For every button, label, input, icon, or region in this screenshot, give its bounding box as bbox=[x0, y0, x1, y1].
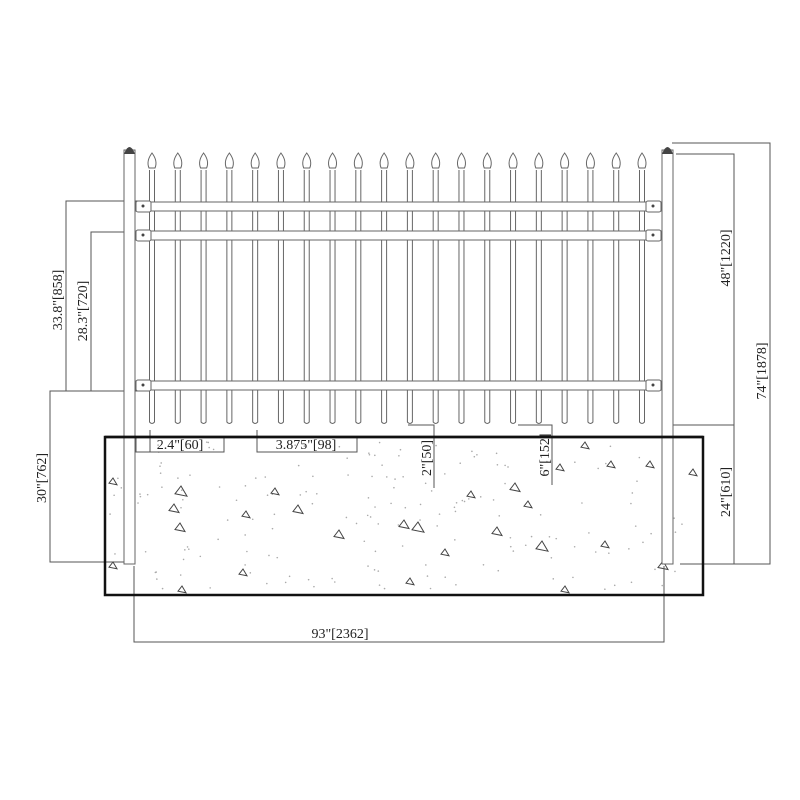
spear-tip bbox=[637, 152, 647, 169]
spear-tip bbox=[250, 152, 260, 169]
dim-ground-clearance: 2"[50] bbox=[420, 440, 435, 476]
spear-tip bbox=[199, 152, 209, 169]
dim-rail-span-lower: 28.3"[720] bbox=[76, 281, 91, 342]
dim-footing-depth: 30"[762] bbox=[35, 453, 50, 503]
dim-picket-height: 48"[1220] bbox=[719, 229, 734, 286]
spear-tip bbox=[276, 152, 286, 169]
top-rail bbox=[133, 201, 663, 212]
spear-tip bbox=[405, 152, 415, 169]
dim-overall-height: 74"[1878] bbox=[755, 342, 770, 399]
dimension-labels: 33.8"[858] 28.3"[720] 30"[762] 48"[1220]… bbox=[35, 229, 770, 642]
right-post-cap bbox=[662, 147, 673, 154]
spear-tip bbox=[302, 152, 312, 169]
spear-tip bbox=[147, 152, 157, 169]
dim-picket-spacing: 3.875"[98] bbox=[276, 438, 337, 453]
spear-tip bbox=[534, 152, 544, 169]
left-post bbox=[123, 149, 136, 565]
middle-rail bbox=[133, 230, 663, 241]
dim-post-embed: 24"[610] bbox=[719, 467, 734, 517]
spear-tip bbox=[585, 152, 595, 169]
dim-panel-width: 93"[2362] bbox=[311, 627, 368, 642]
dim-rail-to-bottom: 6"[152] bbox=[538, 433, 553, 476]
posts bbox=[123, 147, 674, 565]
spear-tip bbox=[379, 152, 389, 169]
spear-tip bbox=[431, 152, 441, 169]
spear-tip bbox=[482, 152, 492, 169]
spear-tip bbox=[560, 152, 570, 169]
concrete-footing bbox=[103, 435, 705, 597]
spear-tip bbox=[353, 152, 363, 169]
bottom-rail bbox=[133, 380, 663, 391]
spear-tip bbox=[328, 152, 338, 169]
right-post bbox=[661, 149, 674, 565]
concrete-aggregate-pattern bbox=[108, 441, 698, 594]
spear-tip bbox=[173, 152, 183, 169]
rails bbox=[133, 200, 663, 392]
left-post-cap bbox=[124, 147, 135, 154]
spear-tip bbox=[508, 152, 518, 169]
spear-tip bbox=[456, 152, 466, 169]
dim-rail-span-upper: 33.8"[858] bbox=[51, 270, 66, 331]
spear-tip bbox=[224, 152, 234, 169]
dim-post-to-picket: 2.4"[60] bbox=[157, 438, 204, 453]
spear-tip bbox=[611, 152, 621, 169]
